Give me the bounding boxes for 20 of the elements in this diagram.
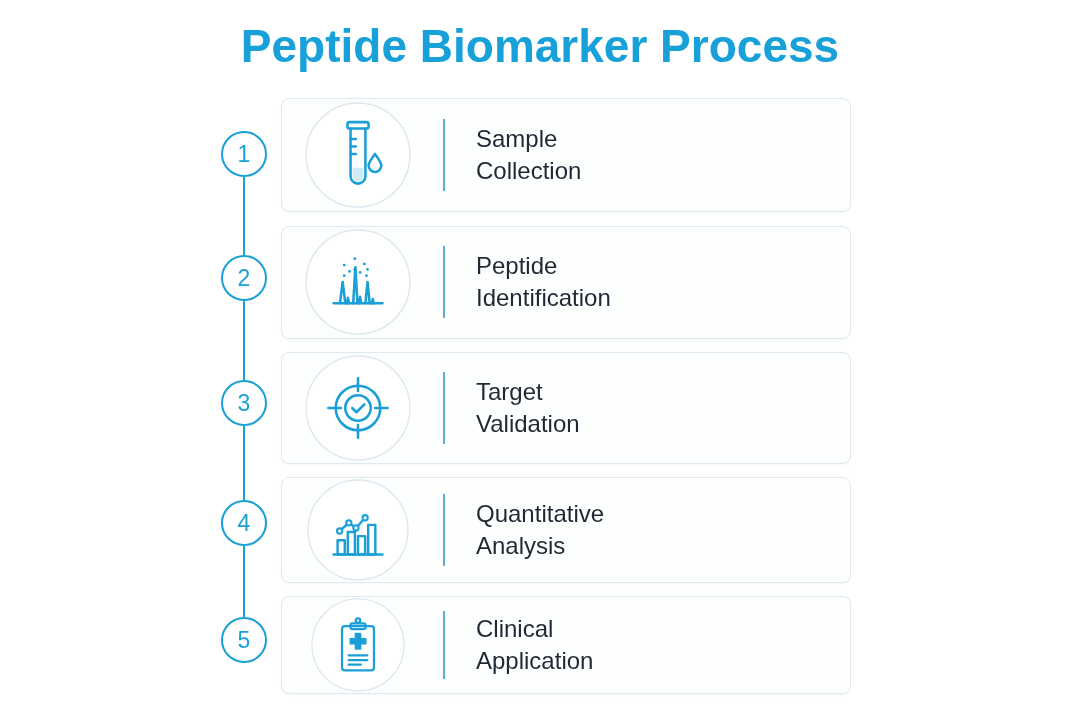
connector-line [243,545,245,618]
step-number: 4 [221,500,267,546]
step-card [281,98,851,212]
step-number: 2 [221,255,267,301]
step-title: Clinical Application [476,613,595,676]
step-card [281,477,851,583]
title: Peptide Biomarker Process [239,19,841,74]
step-title: Peptide Identification [476,251,612,313]
step-title: Sample Collection [476,123,583,186]
connector-line [243,300,245,381]
connector-line [243,176,245,256]
connector-line [243,425,245,501]
step-card [281,596,851,694]
step-number: 3 [221,380,267,426]
step-number: 5 [221,617,267,663]
step-title: Target Validation [476,376,581,439]
step-title: Quantitative Analysis [476,498,606,561]
step-card [281,352,851,464]
step-card [281,226,851,339]
step-number: 1 [221,131,267,177]
